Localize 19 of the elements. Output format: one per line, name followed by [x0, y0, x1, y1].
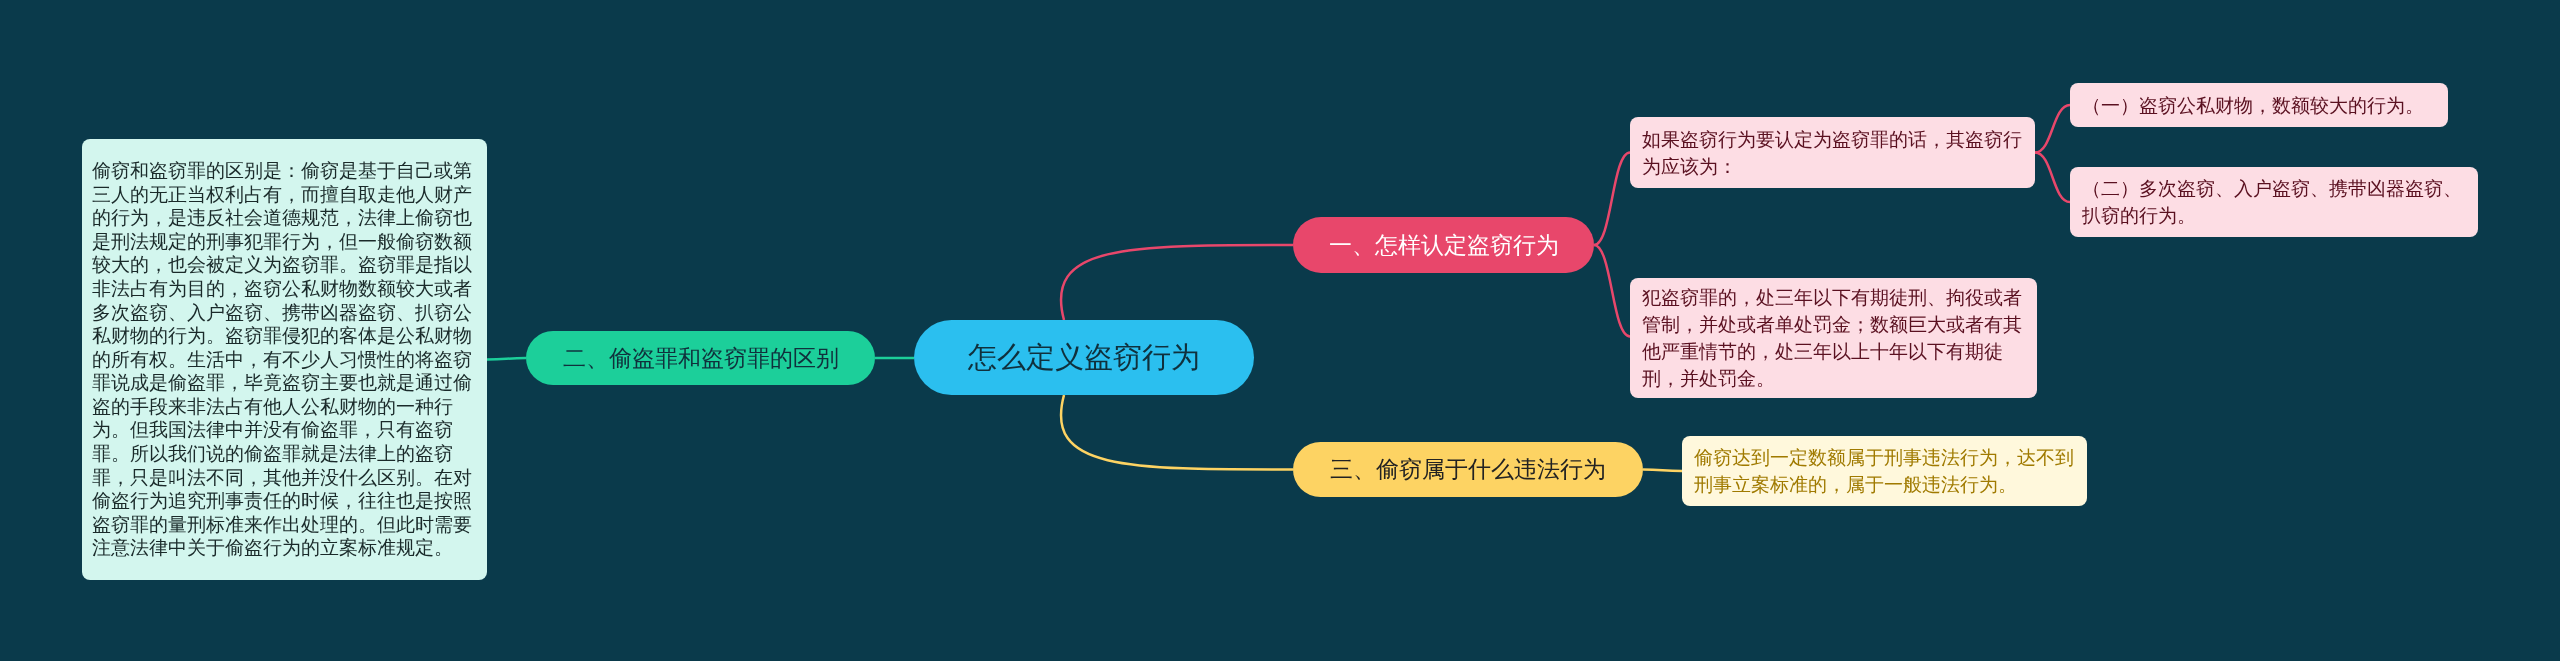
note-box: 如果盗窃行为要认定为盗窃罪的话，其盗窃行为应该为：: [1630, 117, 2035, 188]
connector-line: [2034, 151, 2071, 204]
branch-topic: 二、偷盗罪和盗窃罪的区别: [526, 331, 875, 385]
branch-topic: 一、怎样认定盗窃行为: [1293, 217, 1594, 273]
central-topic: 怎么定义盗窃行为: [914, 320, 1254, 395]
connector-line: [1593, 243, 1631, 338]
note-box: 偷窃达到一定数额属于刑事违法行为，达不到刑事立案标准的，属于一般违法行为。: [1682, 436, 2087, 506]
connector-line: [875, 356, 914, 360]
connector-line: [1643, 468, 1682, 473]
note-box: 偷窃和盗窃罪的区别是：偷窃是基于自己或第三人的无正当权利占有，而擅自取走他人财产的行为，是违反社会道德规范，法律上偷窃也是刑法规定的刑事犯罪行为，但一般偷窃数额较大的，也会被定义为盗窃罪。盗窃罪是指以非法占有为目的，盗窃公私财物数额较大或者多次盗窃、入户盗窃、携带凶器盗窃、扒窃公私财物的行为。盗窃罪侵犯的客体是公私财物的所有权。生活中，有不少人习惯性的将盗窃罪说成是偷盗罪，毕竟盗窃主要也就是通过偷盗的手段来非法占有他人公私财物的一种行为。但我国法律中并没有偷盗罪，只有盗窃罪。所以我们说的偷盗罪就是法律上的盗窃罪，只是叫法不同，其他并没什么区别。在对偷盗行为追究刑事责任的时候，往往也是按照盗窃罪的量刑标准来作出处理的。但此时需要注意法律中关于偷盗行为的立案标准规定。: [82, 139, 487, 580]
branch-topic: 三、偷窃属于什么违法行为: [1293, 442, 1643, 497]
connector-line: [1059, 243, 1293, 321]
connector-line: [487, 356, 526, 361]
connector-line: [1059, 394, 1293, 471]
note-box: （一）盗窃公私财物，数额较大的行为。: [2070, 83, 2448, 127]
connector-line: [2034, 103, 2071, 154]
note-box: （二）多次盗窃、入户盗窃、携带凶器盗窃、扒窃的行为。: [2070, 167, 2478, 237]
note-box: 犯盗窃罪的，处三年以下有期徒刑、拘役或者管制，并处或者单处罚金；数额巨大或者有其他严重情节的，处三年以上十年以下有期徒刑，并处罚金。: [1630, 278, 2037, 398]
connector-line: [1593, 151, 1631, 247]
